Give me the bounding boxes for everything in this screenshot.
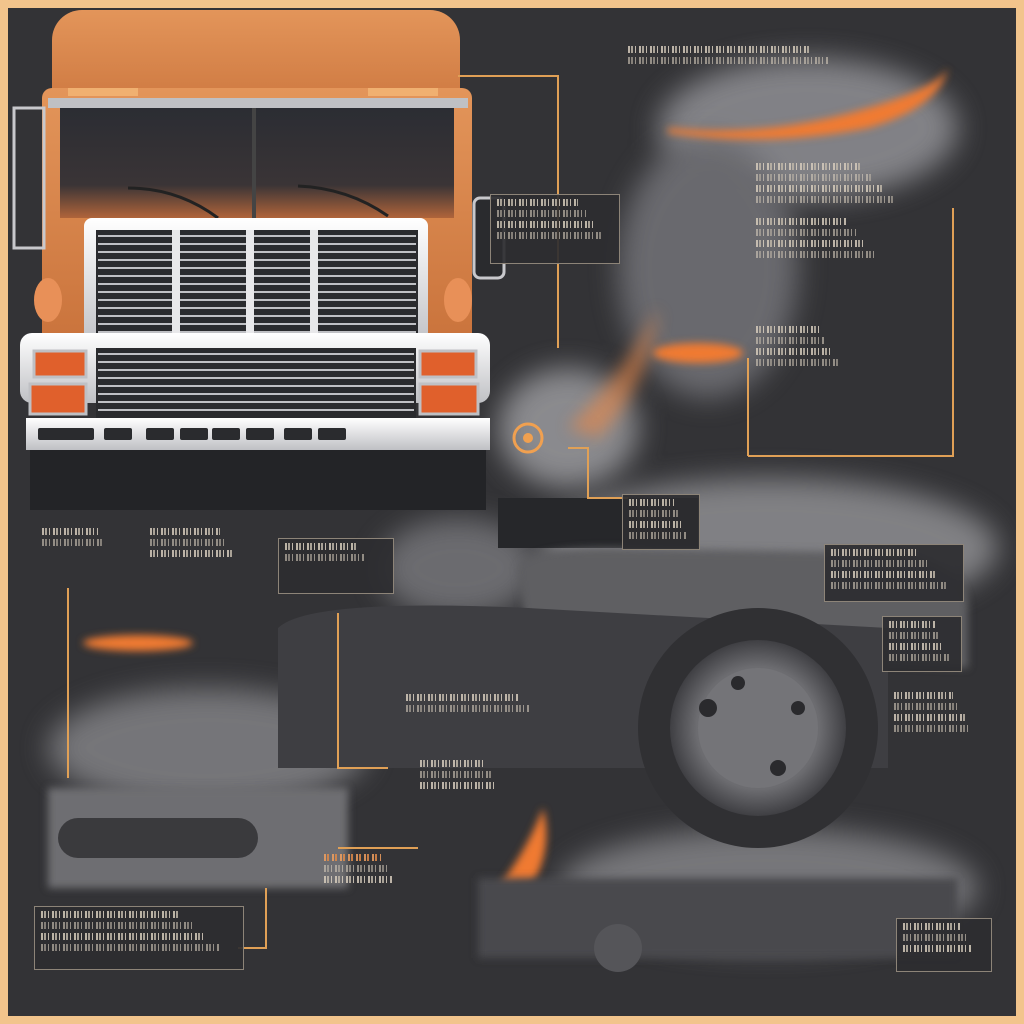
callout-right-box (824, 544, 964, 602)
bumper-slot (284, 428, 312, 440)
illegible-text-line (42, 539, 104, 546)
illegible-text-line (497, 232, 603, 239)
illegible-text-line (628, 46, 810, 53)
illegible-text-line (324, 854, 382, 861)
callout-right-3 (756, 326, 846, 376)
bumper-slot (246, 428, 274, 440)
illegible-text-line (285, 543, 357, 550)
illegible-text-line (628, 57, 829, 64)
callout-flame (324, 854, 406, 888)
illegible-text-line (41, 944, 220, 951)
illegible-text-line (420, 782, 498, 789)
illegible-text-line (894, 725, 971, 732)
illegible-text-line (150, 550, 234, 557)
illegible-text-line (756, 163, 861, 170)
callout-upper-mid (490, 194, 620, 264)
illegible-text-line (831, 560, 929, 567)
infographic-canvas (8, 8, 1016, 1016)
illegible-text-line (756, 251, 875, 258)
illegible-text-line (831, 571, 937, 578)
illegible-text-line (629, 510, 679, 517)
callout-left-1 (42, 528, 122, 552)
illegible-text-line (324, 865, 388, 872)
illegible-text-line (629, 521, 683, 528)
illegible-text-line (324, 876, 393, 883)
callout-center (622, 494, 700, 550)
illegible-text-line (889, 654, 950, 661)
callout-left-box (278, 538, 394, 594)
illegible-text-line (756, 185, 882, 192)
illegible-text-line (150, 528, 220, 535)
illegible-text-line (756, 240, 866, 247)
illegible-text-line (41, 933, 206, 940)
illegible-text-line (831, 582, 946, 589)
illegible-text-line (150, 539, 227, 546)
illegible-text-line (497, 221, 595, 228)
illegible-text-line (406, 705, 530, 712)
illegible-text-line (756, 218, 847, 225)
callout-mid-low (406, 694, 566, 726)
callout-wheel-2 (894, 692, 978, 748)
callout-left-2 (150, 528, 250, 578)
bumper-slot (212, 428, 240, 440)
illegible-text-line (903, 945, 972, 952)
illegible-text-line (894, 692, 953, 699)
illegible-text-line (629, 532, 688, 539)
bumper-slot (146, 428, 174, 440)
bumper-slot (104, 428, 132, 440)
illegible-text-line (42, 528, 98, 535)
wheel (638, 608, 878, 848)
illegible-text-line (903, 923, 961, 930)
illegible-text-line (889, 621, 936, 628)
illegible-text-line (889, 643, 945, 650)
illegible-text-line (497, 210, 587, 217)
illegible-text-line (756, 326, 819, 333)
callout-wheel-1 (882, 616, 962, 672)
illegible-text-line (406, 694, 518, 701)
headlight (28, 349, 480, 416)
illegible-text-line (756, 348, 832, 355)
callout-bottom-left (34, 906, 244, 970)
illegible-text-line (41, 911, 179, 918)
illegible-text-line (41, 922, 192, 929)
illegible-text-line (756, 229, 857, 236)
callout-right-1 (756, 163, 906, 213)
callout-low-mid (420, 760, 512, 790)
grille (84, 218, 428, 348)
illegible-text-line (756, 174, 872, 181)
illegible-text-line (497, 199, 579, 206)
callout-top-banner (628, 46, 888, 76)
illegible-text-line (903, 934, 967, 941)
bumper-slot (38, 428, 94, 440)
illegible-text-line (894, 703, 959, 710)
illegible-text-line (420, 760, 485, 767)
illegible-text-line (285, 554, 364, 561)
bumper (20, 333, 490, 510)
callout-right-2 (756, 218, 886, 268)
illegible-text-line (889, 632, 940, 639)
illegible-text-line (756, 196, 893, 203)
illegible-text-line (756, 359, 838, 366)
bumper-slot (180, 428, 208, 440)
illegible-text-line (894, 714, 965, 721)
illegible-text-line (831, 549, 920, 556)
illegible-text-line (629, 499, 674, 506)
illegible-text-line (756, 337, 826, 344)
bumper-slot (318, 428, 346, 440)
illegible-text-line (420, 771, 491, 778)
callout-bottom-right (896, 918, 992, 972)
truck-illustration (12, 10, 998, 972)
